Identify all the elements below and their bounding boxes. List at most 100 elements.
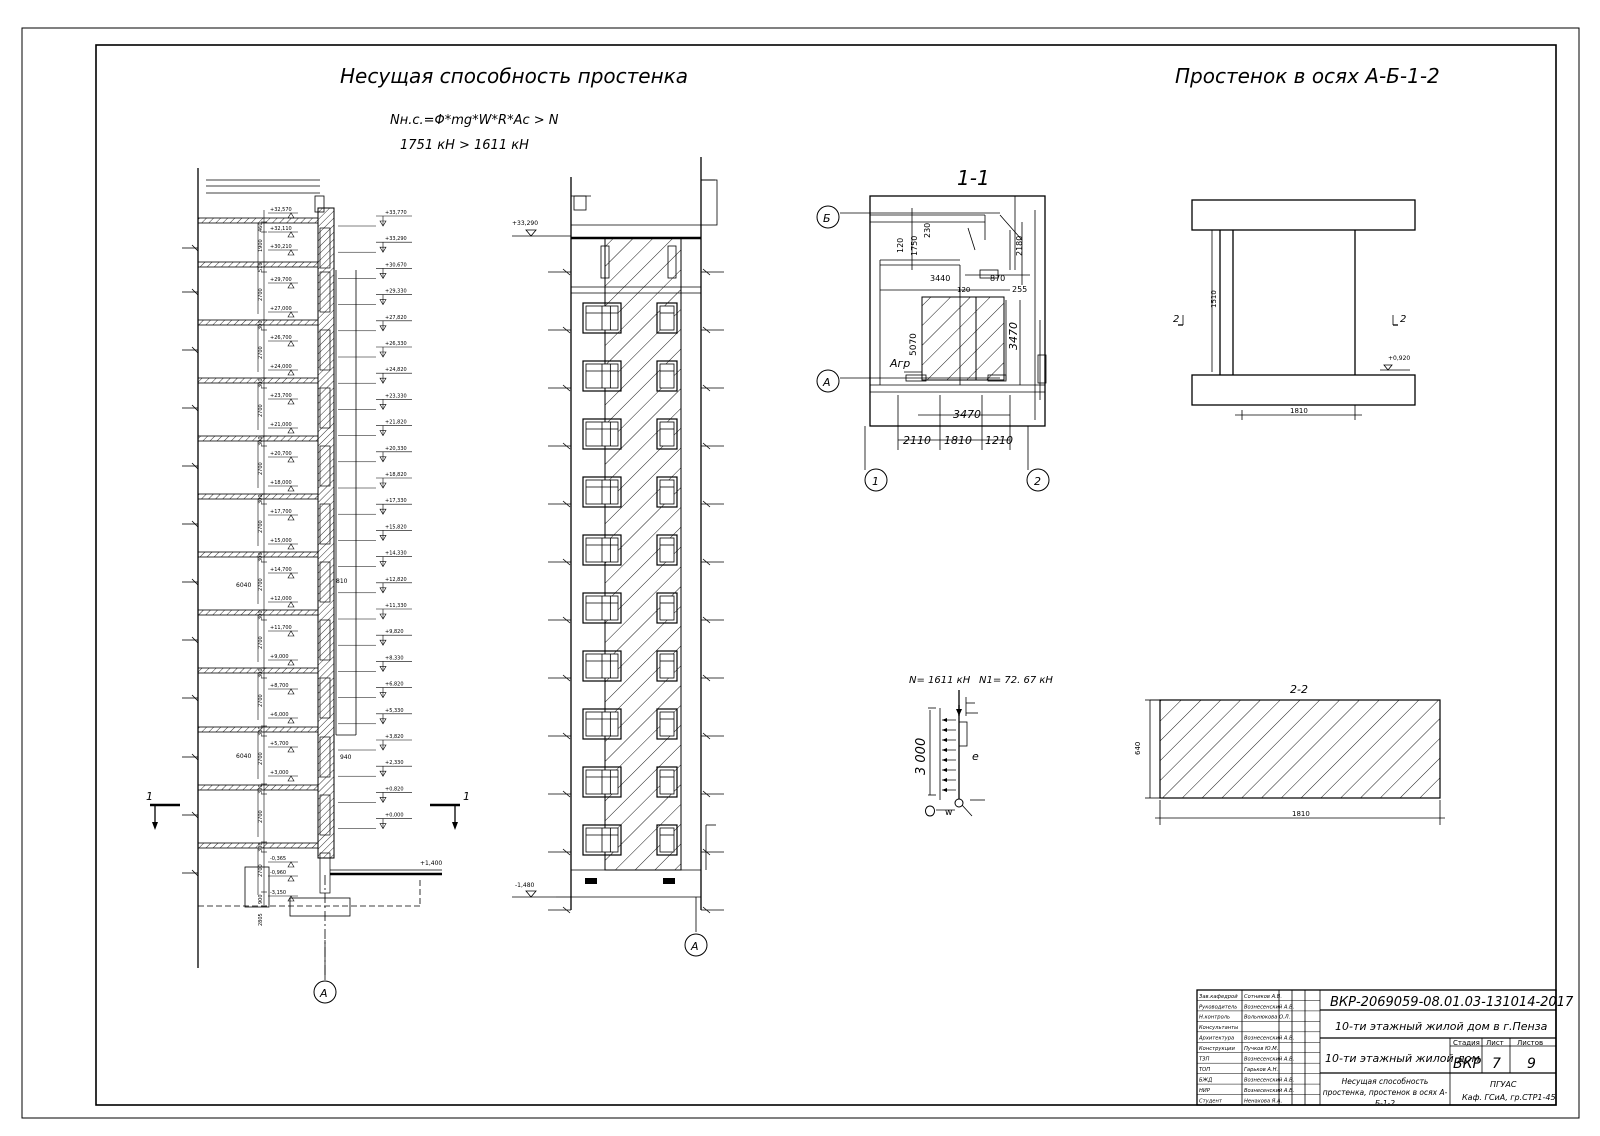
facade-level-top: +33,290 (512, 220, 571, 237)
svg-text:3470: 3470 (1007, 322, 1020, 350)
window (656, 476, 678, 508)
level-mark: +26,700 (270, 335, 292, 341)
level-triangle (379, 823, 387, 830)
tb-role: Н.контроль (1199, 1015, 1230, 1021)
dimension-value: 510 (258, 262, 264, 272)
level-mark: +30,210 (270, 244, 292, 250)
window-glazing (659, 305, 675, 331)
breakline (191, 694, 199, 702)
plan-axis-2: 2 (1026, 468, 1050, 492)
svg-text:1810: 1810 (944, 434, 972, 447)
inner-frame (95, 44, 1557, 1106)
window (582, 360, 622, 392)
load-arrowhead (942, 728, 947, 732)
breakline (702, 384, 711, 392)
level-mark: +32,110 (270, 226, 292, 232)
floor-dimensions: 4601900510270030027003002700300270030027… (258, 210, 267, 926)
svg-text:А: А (822, 376, 831, 389)
level-mark: +12,820 (385, 577, 407, 583)
level-triangle (379, 220, 387, 227)
dimension-value: 300 (258, 784, 264, 794)
dimension-value: 300 (258, 320, 264, 330)
tb-role: ТЗП (1199, 1057, 1209, 1063)
breakline (562, 558, 571, 566)
level-triangle (287, 543, 295, 550)
svg-text:+33,290: +33,290 (512, 220, 538, 227)
svg-text:1: 1 (146, 790, 153, 803)
section-2-2: 2-2 (1145, 683, 1445, 825)
level-triangle (287, 775, 295, 782)
tb-role: Конструкции (1199, 1046, 1236, 1052)
level-triangle (287, 746, 295, 753)
breakline (562, 790, 571, 798)
tb-sheet-h: Лист (1486, 1039, 1504, 1047)
tb-role: ТОП (1199, 1067, 1210, 1073)
level-triangle (287, 212, 295, 219)
svg-text:1: 1 (872, 475, 879, 488)
level-triangle (379, 587, 387, 594)
level-mark: +29,700 (270, 277, 292, 283)
level-mark: +2,330 (385, 760, 404, 766)
level-triangle (379, 299, 387, 306)
level-triangle (379, 666, 387, 672)
pier-height: 1510 (1210, 290, 1218, 308)
tb-sheet-title-box: Несущая способность простенка, простенок… (1323, 1077, 1448, 1104)
breakline (702, 442, 711, 450)
level-mark: +3,000 (270, 770, 289, 776)
dimension-value: 300 (258, 726, 264, 736)
svg-text:А: А (690, 940, 699, 953)
pier-mark: +0,920 (1388, 355, 1410, 362)
level-mark: +21,820 (385, 420, 407, 426)
mark-940: 940 (340, 754, 352, 761)
wind-load-arrows (942, 718, 956, 792)
breakline (702, 674, 711, 682)
plan-axis-1: 1 (864, 468, 888, 492)
dimension-value: 2700 (258, 810, 264, 823)
dimension-value: 900 (258, 894, 264, 904)
level-mark: +17,330 (385, 498, 407, 504)
dimension-value: 2700 (258, 404, 264, 417)
plan-title: 1-1 (957, 166, 990, 190)
tb-org2: Каф. ГСиА, гр.СТР1-45 (1462, 1093, 1556, 1102)
level-mark: +20,700 (270, 451, 292, 457)
tb-org1: ПГУАС (1490, 1080, 1517, 1089)
level-triangle (287, 861, 295, 868)
tb-sheets: 9 (1527, 1056, 1536, 1072)
breakline (702, 906, 711, 914)
breakline (191, 346, 199, 354)
window (582, 302, 622, 334)
tb-role: Архитектура (1198, 1036, 1234, 1042)
level-mark: +5,330 (385, 708, 404, 714)
level-mark: +0,820 (385, 786, 404, 792)
level-triangle (287, 895, 295, 902)
level-mark: +24,820 (385, 367, 407, 373)
breakline (702, 326, 711, 334)
tb-role: Студент (1199, 1098, 1223, 1104)
tb-role: Зав.кафедрой (1199, 994, 1238, 1000)
level-triangle (287, 688, 295, 695)
breakline (702, 558, 711, 566)
svg-text:3440: 3440 (930, 274, 950, 283)
level-triangle (287, 875, 295, 882)
level-triangle (287, 231, 295, 238)
pier-section-right: 2 (1400, 314, 1406, 325)
level-mark: +15,820 (385, 524, 407, 530)
svg-text:1210: 1210 (985, 434, 1013, 447)
dimension-value: 1900 (258, 239, 264, 252)
tb-name: Вознесенский А.В. (1244, 1057, 1294, 1063)
breakline (562, 906, 571, 914)
dimension-value: 300 (258, 378, 264, 388)
svg-text:Агр: Агр (889, 357, 910, 370)
dimension-value: 2700 (258, 520, 264, 533)
level-triangle (379, 273, 387, 279)
tb-role: Руководитель (1199, 1004, 1237, 1010)
level-triangle (379, 692, 387, 699)
breakline (191, 869, 199, 877)
level-mark: +11,700 (270, 625, 292, 631)
dimension-value: 300 (258, 610, 264, 620)
level-mark: -3,150 (270, 890, 286, 896)
breakline (562, 848, 571, 856)
level-triangle (379, 508, 387, 515)
